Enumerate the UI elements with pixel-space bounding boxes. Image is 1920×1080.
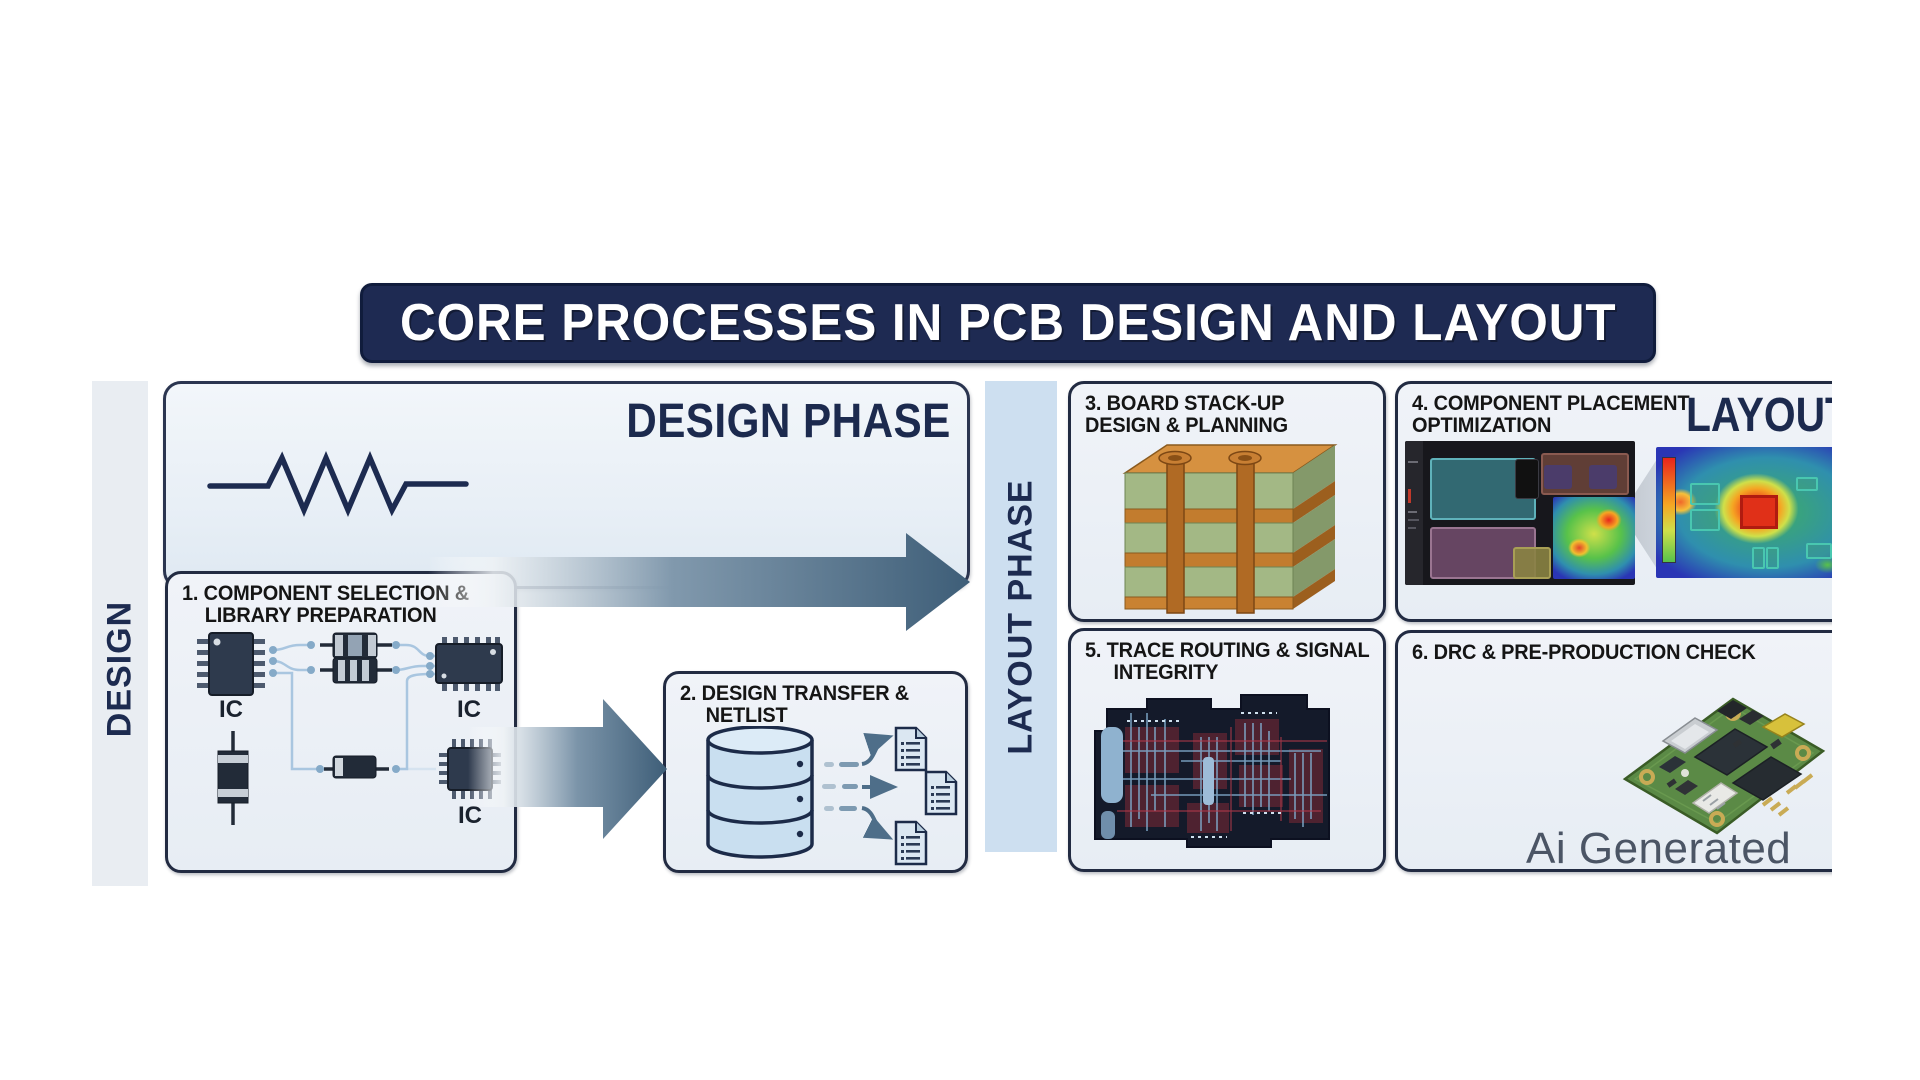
svg-text:IC: IC bbox=[219, 696, 243, 723]
editor-sidebar bbox=[1405, 441, 1423, 585]
box1-title: 1. COMPONENT SELECTION & LIBRARY PREPARA… bbox=[182, 582, 469, 628]
via-icons bbox=[1158, 450, 1262, 614]
box6-title: 6. DRC & PRE-PRODUCTION CHECK bbox=[1412, 641, 1756, 664]
box4-title: 4. COMPONENT PLACEMENT OPTIMIZATION bbox=[1412, 392, 1690, 438]
layout-heading: LAYOUT bbox=[1686, 389, 1832, 442]
box-drc-check: 6. DRC & PRE-PRODUCTION CHECK bbox=[1395, 630, 1832, 872]
box-trace-routing: 5. TRACE ROUTING & SIGNAL INTEGRITY bbox=[1068, 628, 1386, 872]
page-title: CORE PROCESSES IN PCB DESIGN AND LAYOUT bbox=[399, 294, 1617, 352]
layout-phase-strip-label: LAYOUT PHASE bbox=[1001, 478, 1040, 755]
design-strip-label: DESIGN bbox=[100, 600, 139, 738]
netlist-documents-icon bbox=[894, 726, 958, 866]
box-component-selection: 1. COMPONENT SELECTION & LIBRARY PREPARA… bbox=[165, 571, 517, 873]
pcb-stackup-icon bbox=[1122, 444, 1338, 614]
box-component-placement: 4. COMPONENT PLACEMENT OPTIMIZATION LAYO… bbox=[1395, 381, 1832, 622]
heatmap-hot-chip bbox=[1740, 495, 1778, 529]
main-chip-icon bbox=[1693, 728, 1769, 776]
design-strip: DESIGN bbox=[92, 381, 148, 886]
ai-generated-watermark: Ai Generated bbox=[1526, 824, 1792, 873]
green-pcb-board-icon bbox=[1622, 697, 1826, 835]
data-stream-dashes bbox=[822, 762, 859, 811]
design-phase-heading: DESIGN PHASE bbox=[626, 395, 951, 448]
fanout-arrows bbox=[861, 732, 898, 840]
design-phase-panel: DESIGN PHASE bbox=[163, 381, 970, 589]
title-banner: CORE PROCESSES IN PCB DESIGN AND LAYOUT bbox=[360, 283, 1656, 363]
resistor-1-icon bbox=[320, 632, 392, 659]
placement-heatmap-overlay bbox=[1553, 497, 1635, 579]
resistor-symbol-icon bbox=[207, 450, 469, 518]
box-design-transfer: 2. DESIGN TRANSFER & NETLIST bbox=[663, 671, 968, 873]
design-to-layout-arrow-icon bbox=[428, 533, 970, 631]
heatmap-colorbar bbox=[1662, 457, 1676, 563]
box2-title: 2. DESIGN TRANSFER & NETLIST bbox=[680, 682, 909, 728]
box3-title: 3. BOARD STACK-UP DESIGN & PLANNING bbox=[1085, 392, 1288, 438]
box-board-stackup: 3. BOARD STACK-UP DESIGN & PLANNING bbox=[1068, 381, 1386, 622]
database-icon bbox=[706, 726, 814, 859]
layout-phase-strip: LAYOUT PHASE bbox=[985, 381, 1057, 852]
white-connector-icon bbox=[1691, 782, 1739, 814]
trace-routing-screenshot bbox=[1094, 694, 1330, 848]
soic-ic-left-icon bbox=[197, 632, 265, 696]
svg-text:IC: IC bbox=[457, 696, 481, 723]
box5-title: 5. TRACE ROUTING & SIGNAL INTEGRITY bbox=[1085, 639, 1370, 685]
capacitor-icon bbox=[217, 731, 249, 825]
soic-ic-right-icon bbox=[435, 637, 503, 691]
netlist-database-icon bbox=[706, 726, 958, 866]
box1-to-box2-arrow-icon bbox=[468, 699, 667, 839]
diode-icon bbox=[324, 755, 389, 779]
content-clip-region: CORE PROCESSES IN PCB DESIGN AND LAYOUT … bbox=[92, 283, 1832, 886]
power-connector-icon bbox=[1761, 713, 1806, 738]
resistor-2-icon bbox=[320, 657, 392, 684]
thermal-heatmap bbox=[1656, 447, 1832, 578]
component-schematic-icon: IC bbox=[197, 632, 503, 829]
placement-screenshot bbox=[1405, 441, 1635, 585]
